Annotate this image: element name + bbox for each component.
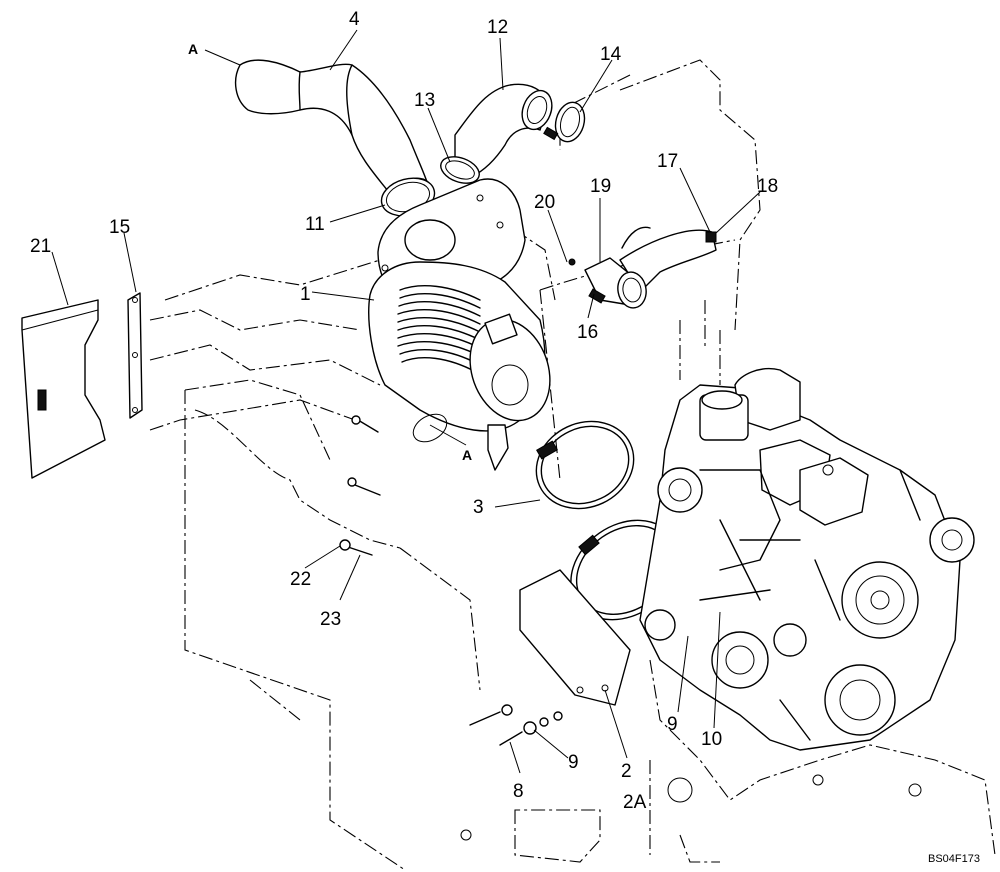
callout-1: 1	[300, 284, 311, 305]
section-marker-lower: A	[462, 447, 472, 463]
callout-22: 22	[290, 569, 311, 590]
callout-23: 23	[320, 609, 341, 630]
callout-18: 18	[757, 176, 778, 197]
callout-16: 16	[577, 322, 598, 343]
callout-17: 17	[657, 151, 678, 172]
callout-12: 12	[487, 17, 508, 38]
callout-labels: 4 12 14 13 11 1 20 19 17 18 16 21 15 3 2…	[30, 9, 980, 865]
clamp-13	[440, 156, 480, 184]
callout-14: 14	[600, 44, 622, 65]
callout-21: 21	[30, 236, 51, 257]
callout-2: 2	[621, 761, 632, 782]
air-filter-1	[368, 219, 551, 471]
callout-15: 15	[109, 217, 130, 238]
callout-20: 20	[534, 192, 555, 213]
callout-8: 8	[513, 781, 524, 802]
callout-10: 10	[701, 729, 722, 750]
filter-ribs	[397, 285, 481, 373]
section-marker-upper: A	[188, 41, 198, 57]
elbow-12	[454, 83, 553, 179]
side-panel-21	[21, 299, 106, 479]
machine-frame	[149, 59, 996, 871]
clamp-16	[588, 288, 606, 304]
leader-lines	[51, 29, 761, 774]
callout-4: 4	[349, 9, 360, 30]
callout-9-upper: 9	[667, 714, 678, 735]
callout-3: 3	[473, 497, 484, 518]
mounting-plate-2	[519, 569, 631, 706]
clamp-18	[705, 231, 717, 243]
callout-13: 13	[414, 90, 435, 111]
strip-15	[127, 292, 143, 419]
callout-11: 11	[305, 214, 325, 235]
engine-assembly	[639, 368, 975, 751]
callout-9-lower: 9	[568, 752, 579, 773]
callout-19: 19	[590, 176, 611, 197]
clamp-14	[543, 101, 586, 143]
callout-2A: 2A	[623, 792, 647, 813]
band-clamp-3-upper	[535, 420, 635, 510]
figure-code: BS04F173	[928, 853, 980, 865]
